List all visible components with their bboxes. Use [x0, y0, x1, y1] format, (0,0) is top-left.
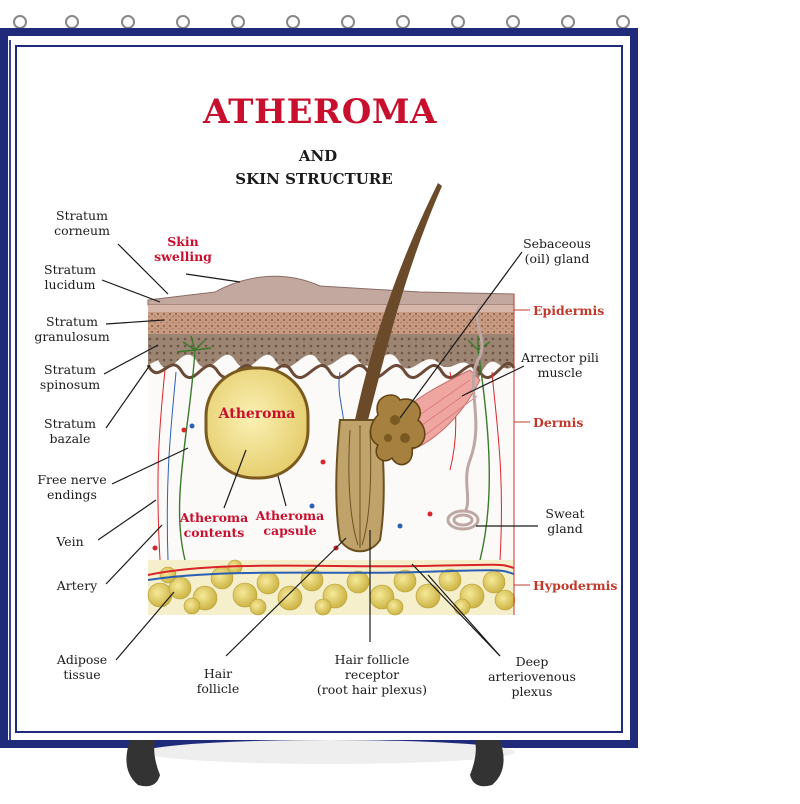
atheroma-capsule: [204, 366, 310, 480]
epidermis-stratum-lucidum: [148, 305, 514, 312]
leader-lines: [97, 243, 538, 661]
subtitle-and: AND: [298, 147, 338, 165]
epidermis-stratum-corneum: [147, 275, 515, 306]
layer-label-hypodermis: Hypodermis: [533, 578, 618, 593]
label-atheroma: Atheroma: [218, 406, 296, 422]
curtain-inner-frame: [15, 45, 623, 733]
poster-title: ATHEROMA: [203, 92, 437, 132]
sebaceous-gland: [369, 394, 426, 466]
bathtub-base: [126, 740, 515, 787]
free-nerve-endings: [176, 335, 491, 561]
label-adipose-tissue: Adipose tissue: [56, 652, 108, 682]
subtitle-skin-structure: SKIN STRUCTURE: [235, 170, 393, 188]
curtain-hooks: [13, 15, 630, 29]
hair-shaft: [355, 183, 442, 420]
label-vein: Vein: [56, 534, 84, 549]
epidermis-stratum-granulosum: [148, 312, 514, 334]
label-hair-follicle-receptor: Hair follicle receptor (root hair plexus…: [316, 652, 428, 697]
label-artery: Artery: [56, 578, 98, 593]
vessel-dots: [152, 423, 433, 551]
label-deep-plexus: Deep arteriovenous plexus: [488, 654, 576, 699]
epidermis-stratum-spinosum: [148, 334, 514, 380]
label-sweat-gland: Sweat gland: [545, 506, 585, 536]
label-hair-follicle: Hair follicle: [196, 666, 240, 696]
layer-brackets: [513, 294, 530, 615]
label-stratum-lucidum: Stratum lucidum: [44, 262, 96, 292]
label-stratum-bazale: Stratum bazale: [44, 416, 96, 446]
epidermis-stratum-basale: [146, 361, 516, 380]
sweat-gland: [446, 304, 484, 531]
skin-cross-section: [146, 183, 530, 616]
layer-label-epidermis: Epidermis: [533, 303, 605, 318]
label-sebaceous-gland: Sebaceous (oil) gland: [523, 236, 591, 266]
label-stratum-granulosum: Stratum granulosum: [34, 314, 110, 344]
label-atheroma-contents: Atheroma contents: [179, 510, 249, 540]
label-stratum-corneum: Stratum corneum: [54, 208, 110, 238]
label-free-nerve-endings: Free nerve endings: [37, 472, 107, 502]
label-stratum-spinosum: Stratum spinosum: [39, 362, 101, 392]
label-atheroma-capsule: Atheroma capsule: [255, 508, 325, 538]
adipose-cells: [147, 559, 516, 616]
layer-label-dermis: Dermis: [533, 415, 584, 430]
label-arrector-pili: Arrector pili muscle: [521, 350, 599, 380]
label-skin-swelling: Skin swelling: [154, 234, 212, 264]
